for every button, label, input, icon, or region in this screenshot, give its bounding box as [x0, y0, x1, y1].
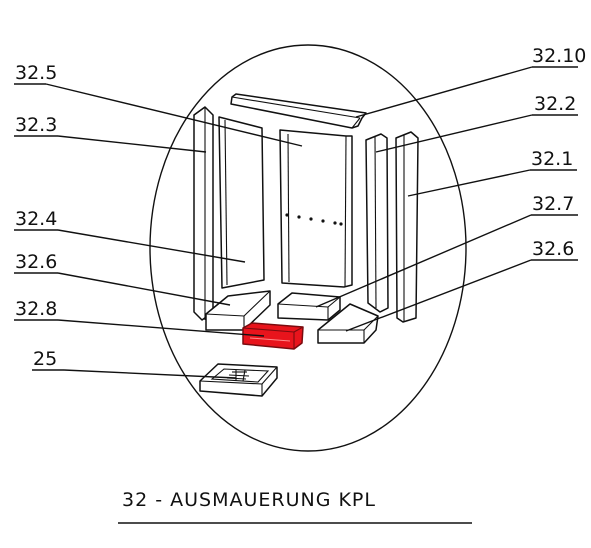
rear-panel-dots: [285, 213, 343, 226]
part-32-4-left-inner-panel[interactable]: [218, 116, 265, 289]
part-32-3-left-side-brick[interactable]: [193, 106, 214, 321]
label-32-8: 32.8: [15, 298, 57, 320]
part-32-1-right-side-brick[interactable]: [395, 131, 419, 323]
part-32-10-top-baffle[interactable]: [230, 93, 367, 129]
label-32-1: 32.1: [531, 148, 573, 170]
label-32-6-right: 32.6: [532, 238, 574, 260]
label-32-5: 32.5: [15, 62, 57, 84]
label-32-2: 32.2: [534, 93, 576, 115]
label-32-7: 32.7: [532, 193, 574, 215]
part-32-6-right-floor-brick[interactable]: [317, 303, 379, 344]
part-32-7-middle-floor-brick[interactable]: [277, 292, 341, 321]
part-32-6-left-floor-brick[interactable]: [205, 290, 271, 331]
diagram-caption: 32 - AUSMAUERUNG KPL: [122, 489, 376, 511]
assembly-boundary-ellipse: [149, 44, 467, 452]
part-32-8-front-brick-highlighted[interactable]: [242, 322, 304, 350]
label-25: 25: [33, 348, 57, 370]
part-32-2-right-inner-panel[interactable]: [365, 133, 389, 313]
part-25-ash-grate[interactable]: [199, 363, 278, 397]
leader-lines: [14, 66, 578, 379]
label-32-3: 32.3: [15, 114, 57, 136]
label-32-6-left: 32.6: [15, 251, 57, 273]
label-32-4: 32.4: [15, 208, 57, 230]
part-32-5-rear-panel[interactable]: [279, 129, 353, 288]
label-32-10: 32.10: [532, 45, 586, 67]
